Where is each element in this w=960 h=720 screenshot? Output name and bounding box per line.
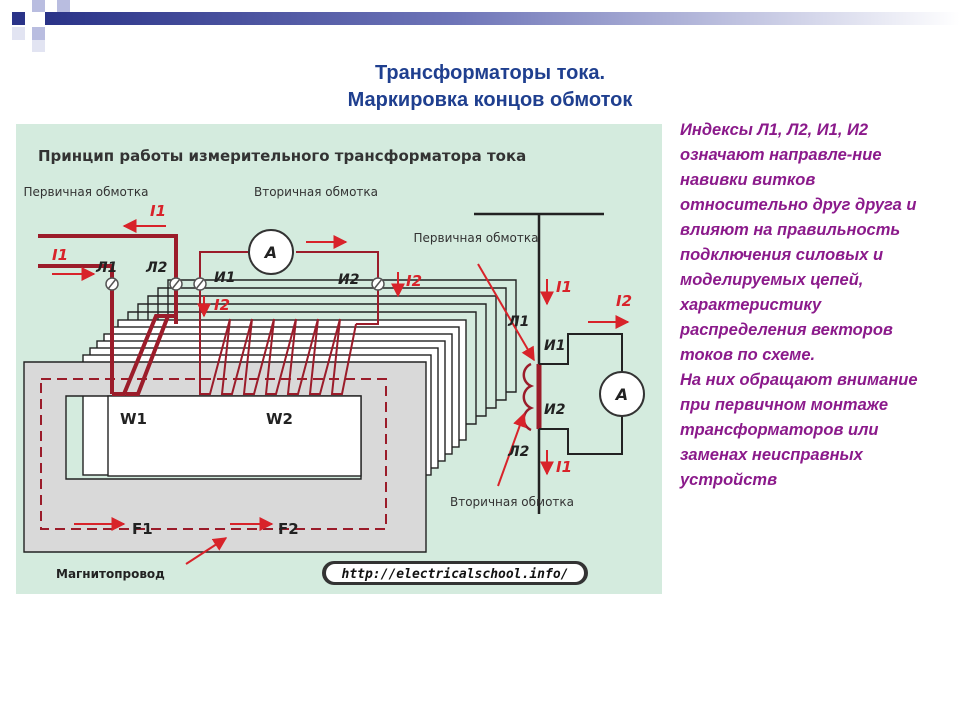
label-f2: F2	[278, 520, 299, 538]
ammeter-right	[599, 371, 645, 417]
side-paragraph-1: Индексы Л1, Л2, И1, И2 означают направле…	[680, 121, 917, 364]
label-right-l1: Л1	[507, 314, 529, 330]
terminal-u2-slash	[373, 278, 383, 290]
ammeter-right-label: A	[614, 385, 628, 404]
label-w2: W2	[266, 410, 293, 428]
label-i2-left: I2	[214, 296, 230, 314]
core-window	[107, 395, 362, 477]
label-i1-left: I1	[52, 246, 68, 264]
label-core: Магнитопровод	[56, 567, 165, 581]
secondary-winding-text: Вторичная обмотка	[254, 185, 378, 199]
current-transformer-diagram: Принцип работы измерительного трансформа…	[16, 124, 662, 594]
magnetic-core	[23, 279, 517, 553]
title-line-2: Маркировка концов обмоток	[347, 89, 633, 111]
label-i2-right: I2	[406, 272, 422, 290]
terminal-l1	[105, 277, 119, 291]
label-l2: Л2	[145, 260, 167, 276]
label-secondary-winding-left: Вторичная обмотка	[254, 185, 378, 199]
primary-lead-out	[38, 234, 178, 324]
primary-winding	[38, 234, 178, 396]
terminal-u1	[193, 277, 207, 291]
label-right-i1-bottom: I1	[556, 458, 572, 476]
deco-square	[32, 0, 45, 12]
slide-title: Трансформаторы тока. Маркировка концов о…	[300, 60, 680, 114]
primary-winding-right-text: Первичная обмотка	[414, 231, 539, 245]
title-line-1: Трансформаторы тока.	[374, 62, 606, 84]
secondary-lead-left	[199, 251, 248, 284]
primary-winding-text: Первичная обмотка	[24, 185, 149, 199]
arrow-secondary-right	[497, 412, 527, 487]
right-secondary-loop	[539, 333, 623, 372]
header-gradient-band	[45, 12, 960, 25]
side-description: Индексы Л1, Л2, И1, И2 означают направле…	[680, 118, 942, 493]
deco-square	[12, 12, 25, 25]
terminal-l2	[169, 277, 183, 291]
core-plate-outline	[167, 279, 517, 393]
label-secondary-winding-right: Вторичная обмотка	[450, 495, 574, 509]
label-i1-top: I1	[150, 202, 166, 220]
core-dashed-flux	[40, 378, 387, 530]
label-right-i2: I2	[616, 292, 632, 310]
ammeter-left-label: A	[263, 243, 277, 262]
terminal-l2-slash	[171, 278, 181, 290]
url-badge-inner	[326, 564, 584, 582]
label-u2: И2	[338, 272, 359, 288]
url-badge-text: http://electricalschool.info/	[342, 567, 569, 582]
ammeter-left	[248, 229, 294, 275]
deco-square	[12, 27, 25, 40]
core-plate-outline	[137, 303, 487, 417]
secondary-winding-right-text: Вторичная обмотка	[450, 495, 574, 509]
header-decoration	[12, 0, 960, 52]
deco-square	[32, 27, 45, 40]
terminal-u1-slash	[195, 278, 205, 290]
label-l1: Л1	[95, 260, 117, 276]
deco-square	[57, 0, 70, 12]
core-plate-outline	[127, 311, 477, 425]
label-right-l2: Л2	[507, 444, 529, 460]
arrow-primary-right	[477, 263, 535, 362]
secondary-turns	[199, 284, 357, 395]
deco-square	[32, 40, 45, 52]
label-right-u1: И1	[544, 338, 565, 354]
terminal-l1-slash	[107, 278, 117, 290]
label-f1: F1	[132, 520, 153, 538]
side-paragraph-2: На них обращают внимание при первичном м…	[680, 371, 918, 489]
core-plate-outline	[157, 287, 507, 401]
label-primary-winding-right: Первичная обмотка	[414, 231, 539, 245]
diagram-heading: Принцип работы измерительного трансформа…	[38, 147, 526, 165]
label-w1: W1	[120, 410, 147, 428]
primary-lead-in	[38, 264, 114, 394]
terminal-u2	[371, 277, 385, 291]
primary-turn	[126, 315, 170, 396]
label-u1: И1	[214, 270, 235, 286]
label-primary-winding-left: Первичная обмотка	[24, 185, 149, 199]
label-right-i1-top: I1	[556, 278, 572, 296]
label-right-u2: И2	[544, 402, 565, 418]
right-secondary-return	[539, 416, 623, 455]
arrow-core	[185, 537, 228, 565]
